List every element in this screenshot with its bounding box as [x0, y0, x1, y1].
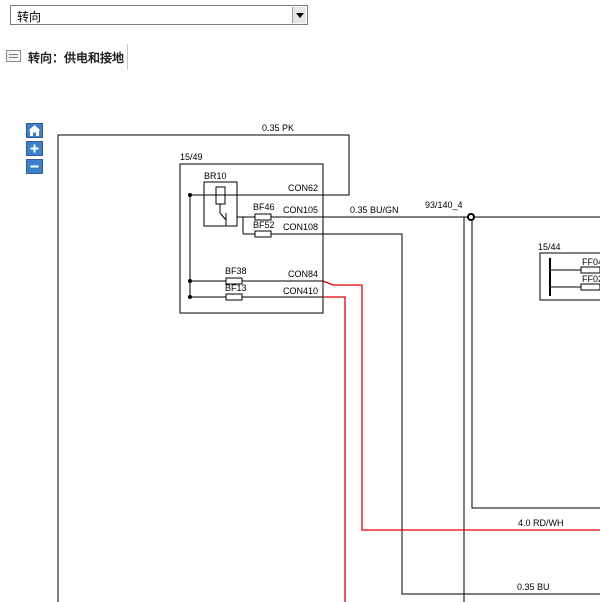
- diagram-icon: [6, 50, 21, 62]
- label-module-right: 15/44: [538, 242, 561, 252]
- fuse-bf13[interactable]: [225, 293, 243, 301]
- fuse-bf52[interactable]: [254, 230, 272, 238]
- wire-rd-wh[interactable]: [322, 280, 600, 531]
- label-bf46: BF46: [253, 202, 275, 212]
- label-con84: CON84: [288, 269, 318, 279]
- home-icon[interactable]: [26, 123, 43, 138]
- label-wire-bottom: 0.35 BU: [517, 582, 550, 592]
- plus-icon: [30, 144, 39, 153]
- label-con62: CON62: [288, 183, 318, 193]
- title-divider: [127, 44, 128, 70]
- label-con105: CON105: [283, 205, 318, 215]
- zoom-in-button[interactable]: [26, 141, 43, 156]
- label-ff02: FF02: [582, 274, 600, 284]
- page-title: 转向：供电和接地: [28, 51, 125, 65]
- label-bf52: BF52: [253, 220, 275, 230]
- fuse-bf46[interactable]: [254, 213, 272, 221]
- label-wire-mid: 0.35 BU/GN: [350, 205, 399, 215]
- wire-bu[interactable]: [323, 233, 600, 595]
- label-splice: 93/140_4: [425, 200, 463, 210]
- relay-br10[interactable]: [203, 181, 238, 227]
- chevron-down-icon[interactable]: [292, 7, 306, 23]
- label-bf38: BF38: [225, 266, 247, 276]
- label-con410: CON410: [283, 286, 318, 296]
- module-15-49[interactable]: [179, 163, 324, 314]
- wire-red-con410[interactable]: [323, 296, 346, 602]
- label-wire-red: 4.0 RD/WH: [518, 518, 564, 528]
- label-module-left: 15/49: [180, 152, 203, 162]
- zoom-out-button[interactable]: [26, 159, 43, 174]
- label-relay: BR10: [204, 171, 227, 181]
- module-15-44[interactable]: [539, 252, 600, 301]
- label-con108: CON108: [283, 222, 318, 232]
- system-select-value: 转向: [17, 10, 42, 24]
- minus-icon: [30, 165, 39, 168]
- label-wire-top: 0.35 PK: [262, 123, 294, 133]
- wire-pk[interactable]: [57, 134, 350, 602]
- fuse-bf38[interactable]: [225, 277, 243, 285]
- label-bf13: BF13: [225, 283, 247, 293]
- system-select[interactable]: 转向: [10, 5, 308, 25]
